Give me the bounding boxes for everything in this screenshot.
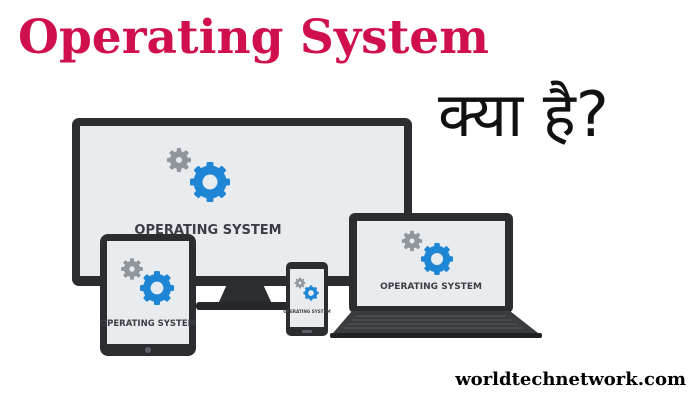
- monitor-screen-label: OPERATING SYSTEM: [134, 223, 281, 238]
- tablet-screen-label: OPERATING SYSTEM: [100, 319, 196, 329]
- laptop-screen-label: OPERATING SYSTEM: [380, 282, 482, 292]
- phone-screen-label: OPERATING SYSTEM: [283, 309, 330, 314]
- phone-device: [286, 262, 328, 336]
- page-title: Operating System: [18, 10, 489, 65]
- website-url: worldtechnetwork.com: [455, 369, 686, 390]
- laptop-device: [330, 213, 542, 338]
- page-subtitle: क्या है?: [438, 78, 609, 151]
